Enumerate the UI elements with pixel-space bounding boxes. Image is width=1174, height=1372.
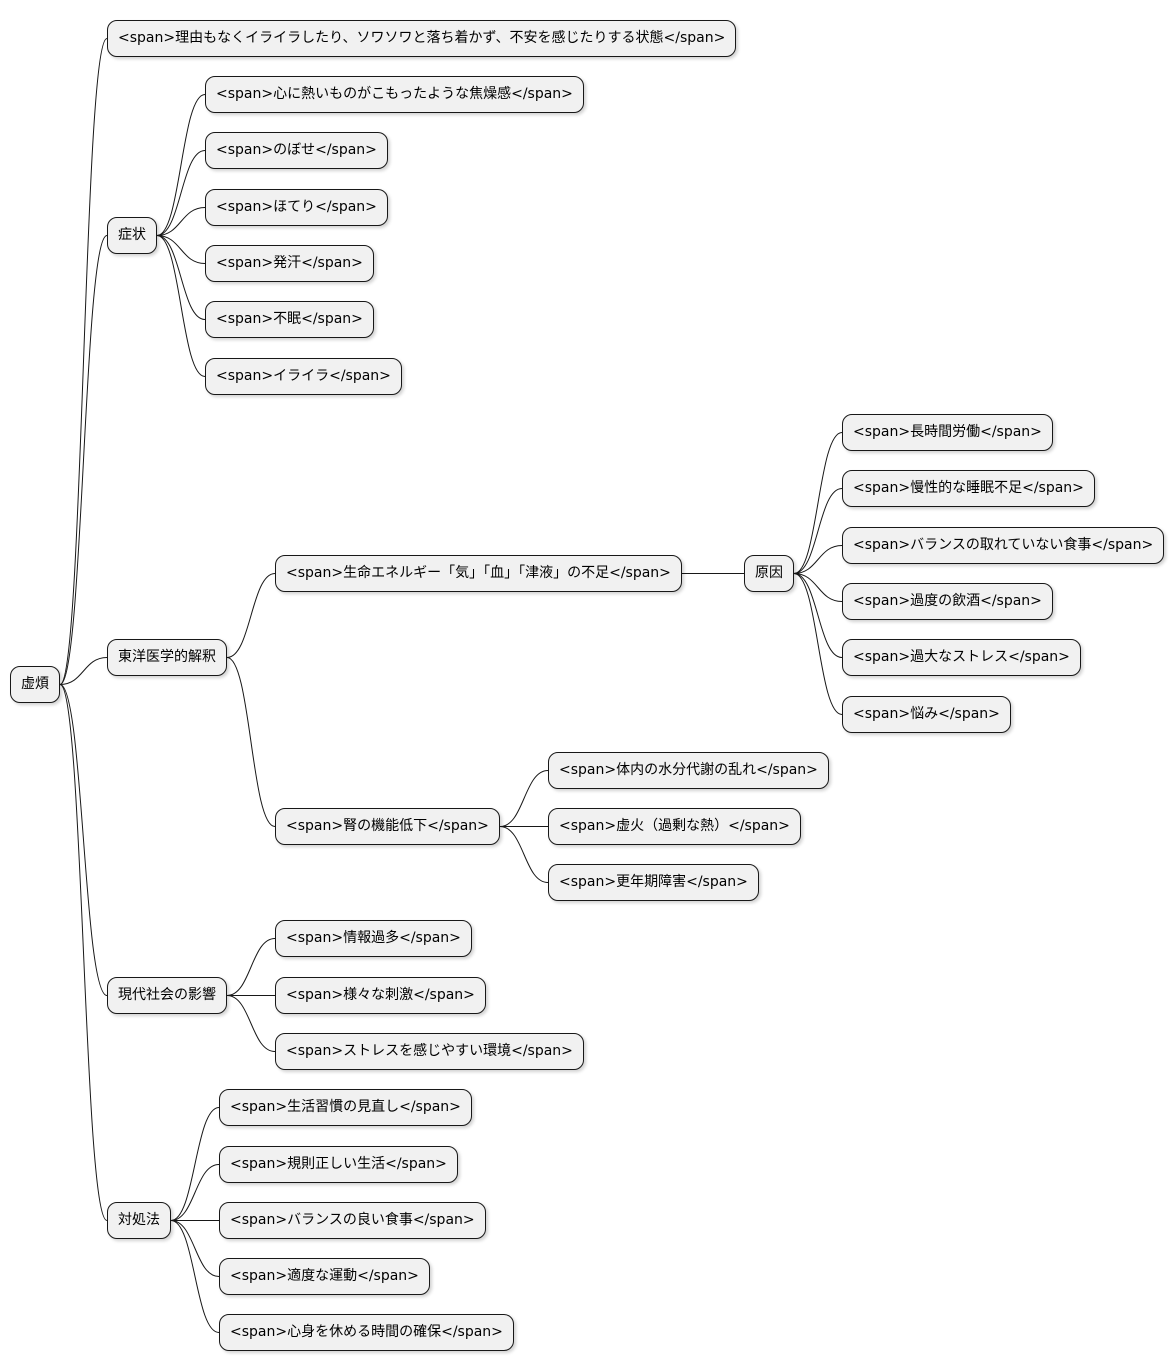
cause-node[interactable]: 原因 [744, 555, 794, 592]
symptom-item[interactable]: <span>イライラ</span> [205, 358, 402, 395]
symptom-item[interactable]: <span>不眠</span> [205, 301, 374, 338]
symptom-item[interactable]: <span>ほてり</span> [205, 189, 388, 226]
symptom-item[interactable]: <span>のぼせ</span> [205, 132, 388, 169]
connector-line [156, 150, 206, 236]
connector-line [793, 573, 843, 658]
remedy-item[interactable]: <span>生活習慣の見直し</span> [219, 1089, 472, 1126]
society-node[interactable]: 現代社会の影響 [107, 977, 227, 1014]
connector-line [793, 545, 843, 574]
connector-line [156, 207, 206, 236]
cause-item[interactable]: <span>過度の飲酒</span> [842, 583, 1053, 620]
connector-line [226, 573, 276, 658]
connector-line [226, 995, 276, 1052]
kidney-item[interactable]: <span>虚火（過剰な熱）</span> [548, 808, 801, 845]
connector-line [499, 826, 549, 883]
connector-line [59, 684, 108, 1221]
connector-line [59, 684, 108, 996]
remedy-item[interactable]: <span>規則正しい生活</span> [219, 1146, 458, 1183]
connector-line [59, 235, 108, 685]
connector-line [793, 432, 843, 574]
society-item[interactable]: <span>ストレスを感じやすい環境</span> [275, 1033, 584, 1070]
remedy-item[interactable]: <span>適度な運動</span> [219, 1258, 430, 1295]
symptom-item[interactable]: <span>心に熱いものがこもったような焦燥感</span> [205, 76, 584, 113]
connector-line [226, 657, 276, 827]
connector-line [156, 94, 206, 236]
connector-line [170, 1220, 220, 1333]
eastern-medicine-node[interactable]: 東洋医学的解釈 [107, 639, 227, 676]
connector-line [170, 1164, 220, 1221]
connector-line [156, 235, 206, 377]
connector-line [226, 938, 276, 996]
deficiency-node[interactable]: <span>生命エネルギー「気」「血」「津液」の不足</span> [275, 555, 682, 592]
connector-line [59, 38, 108, 685]
remedy-item[interactable]: <span>心身を休める時間の確保</span> [219, 1314, 514, 1351]
remedy-item[interactable]: <span>バランスの良い食事</span> [219, 1202, 486, 1239]
remedies-node[interactable]: 対処法 [107, 1202, 171, 1239]
connector-line [170, 1220, 220, 1277]
symptoms-node[interactable]: 症状 [107, 217, 157, 254]
connector-line [59, 657, 108, 685]
connector-line [793, 488, 843, 574]
symptom-item[interactable]: <span>発汗</span> [205, 245, 374, 282]
connector-line [793, 573, 843, 602]
society-item[interactable]: <span>様々な刺激</span> [275, 977, 486, 1014]
connector-line [499, 770, 549, 827]
kidney-node[interactable]: <span>腎の機能低下</span> [275, 808, 500, 845]
kidney-item[interactable]: <span>更年期障害</span> [548, 864, 759, 901]
connector-line [793, 573, 843, 715]
connector-line [156, 235, 206, 320]
kidney-item[interactable]: <span>体内の水分代謝の乱れ</span> [548, 752, 829, 789]
cause-item[interactable]: <span>長時間労働</span> [842, 414, 1053, 451]
root-node[interactable]: 虚煩 [10, 666, 60, 703]
connector-line [156, 235, 206, 264]
society-item[interactable]: <span>情報過多</span> [275, 920, 472, 957]
cause-item[interactable]: <span>悩み</span> [842, 696, 1011, 733]
definition-node[interactable]: <span>理由もなくイライラしたり、ソワソワと落ち着かず、不安を感じたりする状… [107, 20, 737, 57]
cause-item[interactable]: <span>バランスの取れていない食事</span> [842, 527, 1165, 564]
cause-item[interactable]: <span>慢性的な睡眠不足</span> [842, 470, 1095, 507]
cause-item[interactable]: <span>過大なストレス</span> [842, 639, 1081, 676]
connector-line [170, 1107, 220, 1221]
